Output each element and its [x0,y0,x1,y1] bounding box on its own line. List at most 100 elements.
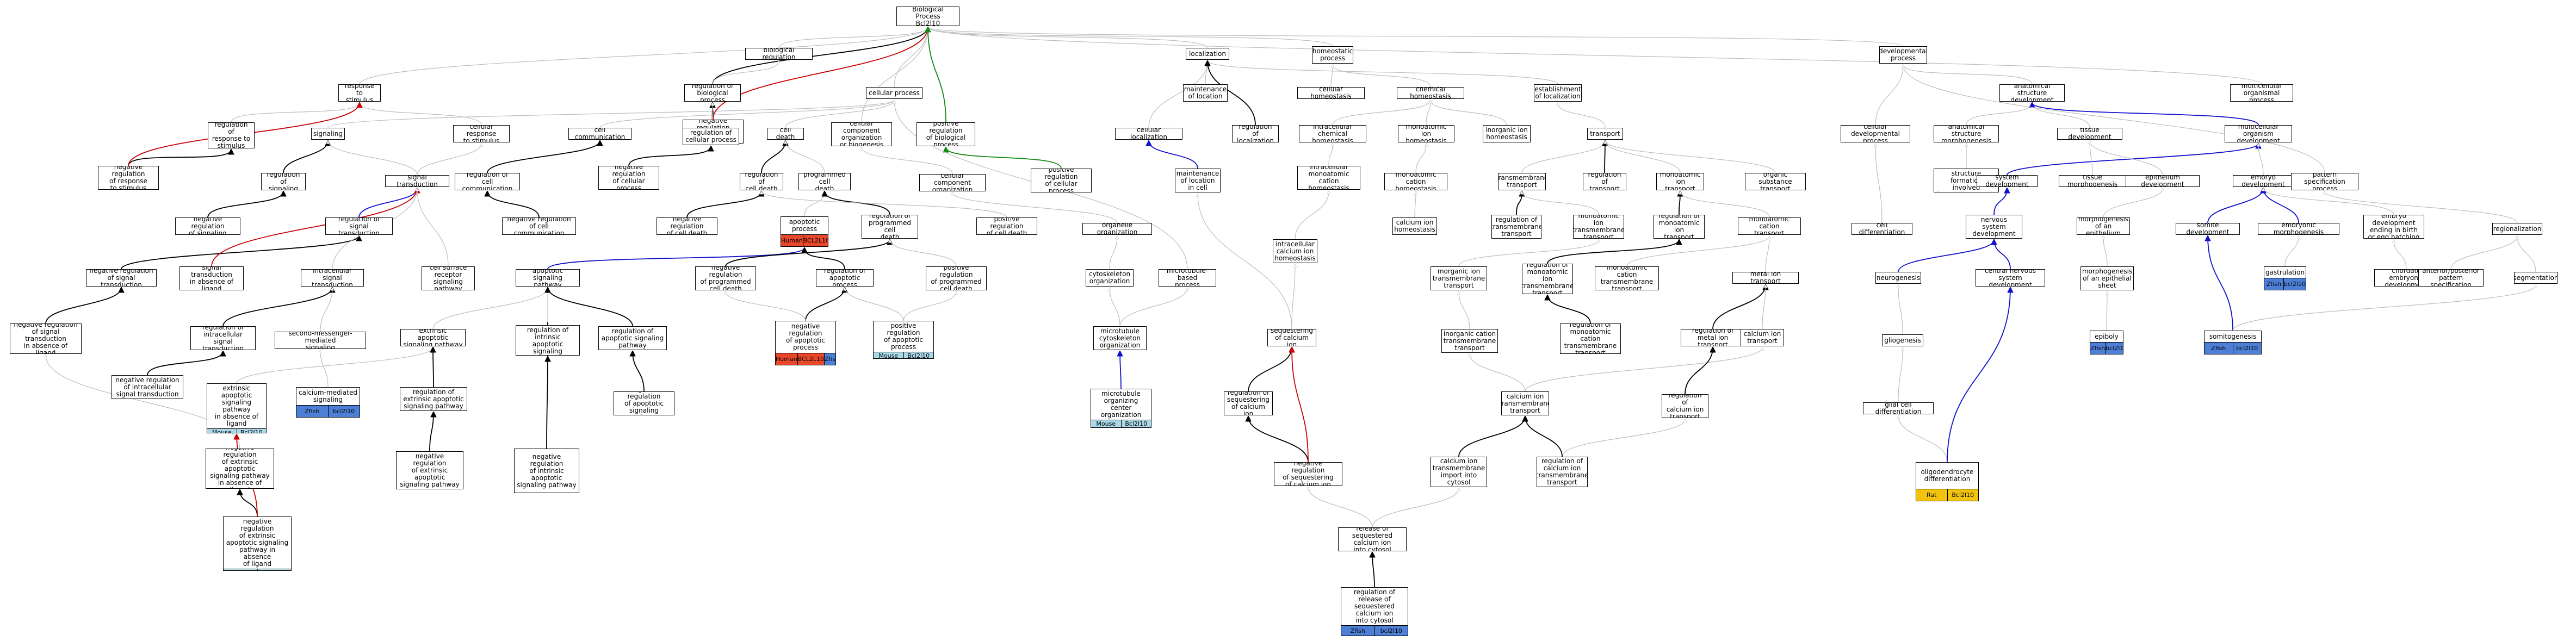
go-term-cellular-developmental-process[interactable]: cellular developmental process [1841,125,1910,142]
go-term-cellular-component-organization[interactable]: cellular component organization [919,174,986,191]
go-term-pattern-specification-process[interactable]: pattern specification process [2291,173,2358,190]
go-term-organic-substance-transport[interactable]: organic substance transport [1745,173,1806,190]
go-term-calcium-ion-homeostasis[interactable]: calcium ion homeostasis [1392,217,1437,235]
go-term-positive-regulation-of-apoptotic-process[interactable]: positive regulation of apoptotic process… [873,321,934,359]
go-term-monoatomic-cation-transport[interactable]: monoatomic cation transport [1738,217,1801,235]
go-term-negative-regulation-of-signal-transduction[interactable]: negative regulation of signal transducti… [86,269,157,287]
go-term-regulation-of-signal-transduction[interactable]: regulation of signal transduction [325,217,393,235]
go-term-regulation-of-transmembrane-transport[interactable]: regulation of transmembrane transport [1491,215,1541,239]
go-term-positive-regulation-of-biological-process[interactable]: positive regulation of biological proces… [917,122,975,146]
go-term-glial-cell-differentiation[interactable]: glial cell differentiation [1863,402,1934,414]
go-term-regulation-of-monoatomic-ion-transmembrane-transport[interactable]: regulation of monoatomic ion transmembra… [1522,264,1573,294]
go-term-extrinsic-apoptotic-signaling-pathway[interactable]: extrinsic apoptotic signaling pathway [400,329,466,346]
go-term-regulation-of-calcium-ion-transmembrane-transport[interactable]: regulation of calcium ion transmembrane … [1537,457,1588,487]
go-term-maintenance-of-location-in-cell[interactable]: maintenance of location in cell [1175,169,1221,192]
go-term-intracellular-monoatomic-cation-homeostasis[interactable]: intracellular monoatomic cation homeosta… [1297,166,1360,190]
go-term-regulation-of-extrinsic-apoptotic-signaling-pathway[interactable]: regulation of extrinsic apoptotic signal… [400,387,467,411]
go-term-apoptotic-signaling-pathway[interactable]: apoptotic signaling pathway [516,269,580,287]
go-term-morganic-ion-transmembrane-transport[interactable]: morganic ion transmembrane transport [1431,266,1487,290]
go-term-homeostatic-process[interactable]: homeostatic process [1312,46,1353,64]
go-term-monoatomic-ion-transport[interactable]: monoatomic ion transport [1656,173,1704,190]
go-term-cellular-response-to-stimulus[interactable]: cellular response to stimulus [453,125,510,142]
go-term-microtubule-organizing-center-organization[interactable]: microtubule organizing center organizati… [1091,389,1151,428]
go-term-intracellular-calcium-ion-homeostasis[interactable]: intracellular calcium ion homeostasis [1273,239,1317,263]
go-term-signal-transduction[interactable]: signal transduction [385,175,449,187]
go-term-response-to-stimulus[interactable]: response to stimulus [338,84,381,102]
go-term-transport[interactable]: transport [1587,128,1623,140]
go-term-release-of-sequestered-calcium-ion[interactable]: release of sequestered calcium ion into … [1338,527,1407,551]
go-term-cellular-homeostasis[interactable]: cellular homeostasis [1297,87,1365,99]
go-term-calcium-ion-transport[interactable]: calcium ion transport [1741,329,1784,346]
go-term-negative-regulation-of-cellular-process[interactable]: negative regulation of cellular process [598,166,659,190]
go-term-metal-ion-transport[interactable]: metal ion transport [1732,272,1799,284]
go-term-biological-regulation[interactable]: biological regulation [745,48,813,60]
go-term-embryo-development-ending-in-birth[interactable]: embryo development ending in birth or eg… [2363,215,2424,239]
go-term-bp[interactable]: Biological Process Bcl2l10 [896,7,959,26]
go-term-tissue-development[interactable]: tissue development [2057,128,2122,140]
go-term-negative-regulation-of-cell-communication[interactable]: negative regulation of cell communicatio… [502,217,576,235]
go-term-epithelium-development[interactable]: epithelium development [2126,175,2200,187]
go-term-cellular-process[interactable]: cellular process [866,87,922,99]
go-term-calcium-ion-transport-into-cytosol[interactable]: calcium ion transmembrane import into cy… [1431,457,1487,487]
go-term-signal-transduction-in-absence-of-ligand[interactable]: signal transduction in absence of ligand [179,266,244,290]
go-term-regionalization[interactable]: regionalization [2492,223,2542,235]
go-term-regulation-of-apoptotic-signaling-pathway[interactable]: regulation of apoptotic signaling pathwa… [598,326,667,350]
go-term-monoatomic-cation-homeostasis[interactable]: monoatomic cation homeostasis [1384,173,1447,190]
go-term-chemical-homeostasis[interactable]: chemical homeostasis [1397,87,1464,99]
go-term-anatomical-structure-morphogenesis[interactable]: anatomical structure morphogenesis [1934,125,1999,142]
go-term-anterior-posterior-pattern-specification[interactable]: anterior/posterior pattern specification [2418,269,2484,287]
go-term-monoatomic-ion-transmembrane-transport[interactable]: monoatomic ion transmembrane transport [1573,215,1624,239]
go-term-positive-regulation-of-cellular-process[interactable]: positive regulation of cellular process [1031,169,1092,192]
go-term-establishment-of-localization[interactable]: establishment of localization [1534,84,1582,102]
go-term-multicellular-organismal-process[interactable]: multicellular organismal process [2230,84,2293,102]
go-term-regulation-of-signaling[interactable]: regulation of signaling [261,173,306,190]
go-term-negative-regulation-of-extrinsic-apoptotic-signaling-pathway-in-absence-of-ligand[interactable]: negative regulation of extrinsic apoptot… [206,449,274,489]
go-term-negative-regulation-of-response-to-stimulus[interactable]: negative regulation of response to stimu… [98,166,159,190]
go-term-regulation-of-calcium-ion-transport[interactable]: regulation of calcium ion transport [1662,394,1708,418]
go-term-regulation-of-sequestering-of-calcium-ion[interactable]: regulation of sequestering of calcium io… [1224,391,1273,415]
go-term-negative-regulation-of-extrinsic-apoptotic-signaling-pathway[interactable]: negative regulation of extrinsic apoptot… [396,451,463,489]
go-term-regulation-of-release-of-sequestered-calcium-ion[interactable]: regulation of release of sequestered cal… [1341,587,1408,636]
go-term-sequestering-of-calcium-ion[interactable]: sequestering of calcium ion [1267,329,1316,346]
go-term-programmed-cell-death[interactable]: programmed cell death [798,173,851,190]
go-term-multicellular-organism-development[interactable]: multicellular organism development [2225,125,2292,142]
go-term-signaling[interactable]: signaling [311,128,345,140]
go-term-negative-regulation-of-apoptotic-signaling-pathway[interactable]: negative regulation of apoptotic signali… [614,391,674,415]
go-term-inorganic-ion-homeostasis[interactable]: inorganic ion homeostasis [1483,125,1531,142]
go-term-gliogenesis[interactable]: gliogenesis [1882,334,1923,346]
go-term-regulation-of-apoptotic-process[interactable]: regulation of apoptotic process [816,269,874,287]
go-term-regulation-of-monoatomic-cation-transmembrane-transport[interactable]: regulation of monoatomic cation transmem… [1560,323,1621,354]
go-term-calcium-ion-transmembrane-transport[interactable]: calcium ion transmembrane transport [1501,391,1549,415]
go-term-morphogenesis-of-an-epithelial-sheet[interactable]: morphogenesis of an epithelial sheet [2080,266,2134,290]
go-term-regulation-of-biological-process[interactable]: regulation of biological process [684,84,741,102]
go-term-cellular-component-organization-or-biogenesis[interactable]: cellular component organization or bioge… [831,122,892,146]
go-term-regulation-of-transport[interactable]: regulation of transport [1583,173,1626,190]
go-term-organelle-organization[interactable]: organelle organization [1082,223,1152,235]
go-term-negative-regulation-of-signal-transduction-in-absence-of-ligand[interactable]: negative regulation of signal transducti… [10,323,82,354]
go-term-developmental-process[interactable]: developmental process [1879,46,1927,64]
go-term-negative-regulation-of-extrinsic-apoptotic-in-absence-of-ligand-2[interactable]: negative regulation of extrinsic apoptot… [223,516,292,571]
go-term-cell-communication[interactable]: cell communication [568,128,631,140]
go-term-negative-regulation-of-cell-death[interactable]: negative regulation of cell death [657,217,717,235]
go-term-transmembrane-transport[interactable]: transmembrane transport [1498,173,1546,190]
go-term-regulation-of-programmed-cell-death[interactable]: regulation of programmed cell death [862,215,918,239]
go-term-second-messenger-mediated-signaling[interactable]: second-messenger-mediated signaling [275,332,366,349]
go-term-regulation-of-intracellular-signal-transduction[interactable]: regulation of intracellular signal trans… [190,326,256,350]
go-term-negative-regulation-of-programmed-cell-death[interactable]: negative regulation of programmed cell d… [695,266,756,290]
go-term-regulation-of-monoatomic-ion-transport[interactable]: regulation of monoatomic ion transport [1654,215,1705,239]
go-term-microtubule-based-process[interactable]: microtubule-based process [1159,269,1216,287]
go-term-negative-regulation-of-intrinsic-apoptotic-signaling-pathway[interactable]: negative regulation of intrinsic apoptot… [514,449,579,493]
go-term-somite-development[interactable]: somite development [2176,223,2240,235]
go-term-positive-regulation-of-programmed-cell-death[interactable]: positive regulation of programmed cell d… [926,266,987,290]
go-term-negative-regulation-of-apoptotic-process[interactable]: negative regulation of apoptotic process… [775,321,836,365]
go-term-regulation-of-intrinsic-apoptotic-signaling-pathway[interactable]: regulation of intrinsic apoptotic signal… [516,325,580,356]
go-term-negative-regulation-of-sequestering-of-calcium-ion[interactable]: negative regulation of sequestering of c… [1274,462,1342,486]
go-term-extrinsic-apoptotic-signaling-pathway-in-absence-of-ligand[interactable]: extrinsic apoptotic signaling pathway in… [207,383,267,433]
go-term-regulation-of-cellular-process[interactable]: regulation of cellular process [683,128,739,145]
go-term-cell-surface-receptor-signaling-pathway[interactable]: cell surface receptor signaling pathway [422,266,475,290]
go-term-monoatomic-ion-homeostasis[interactable]: monoatomic ion homeostasis [1398,125,1454,142]
